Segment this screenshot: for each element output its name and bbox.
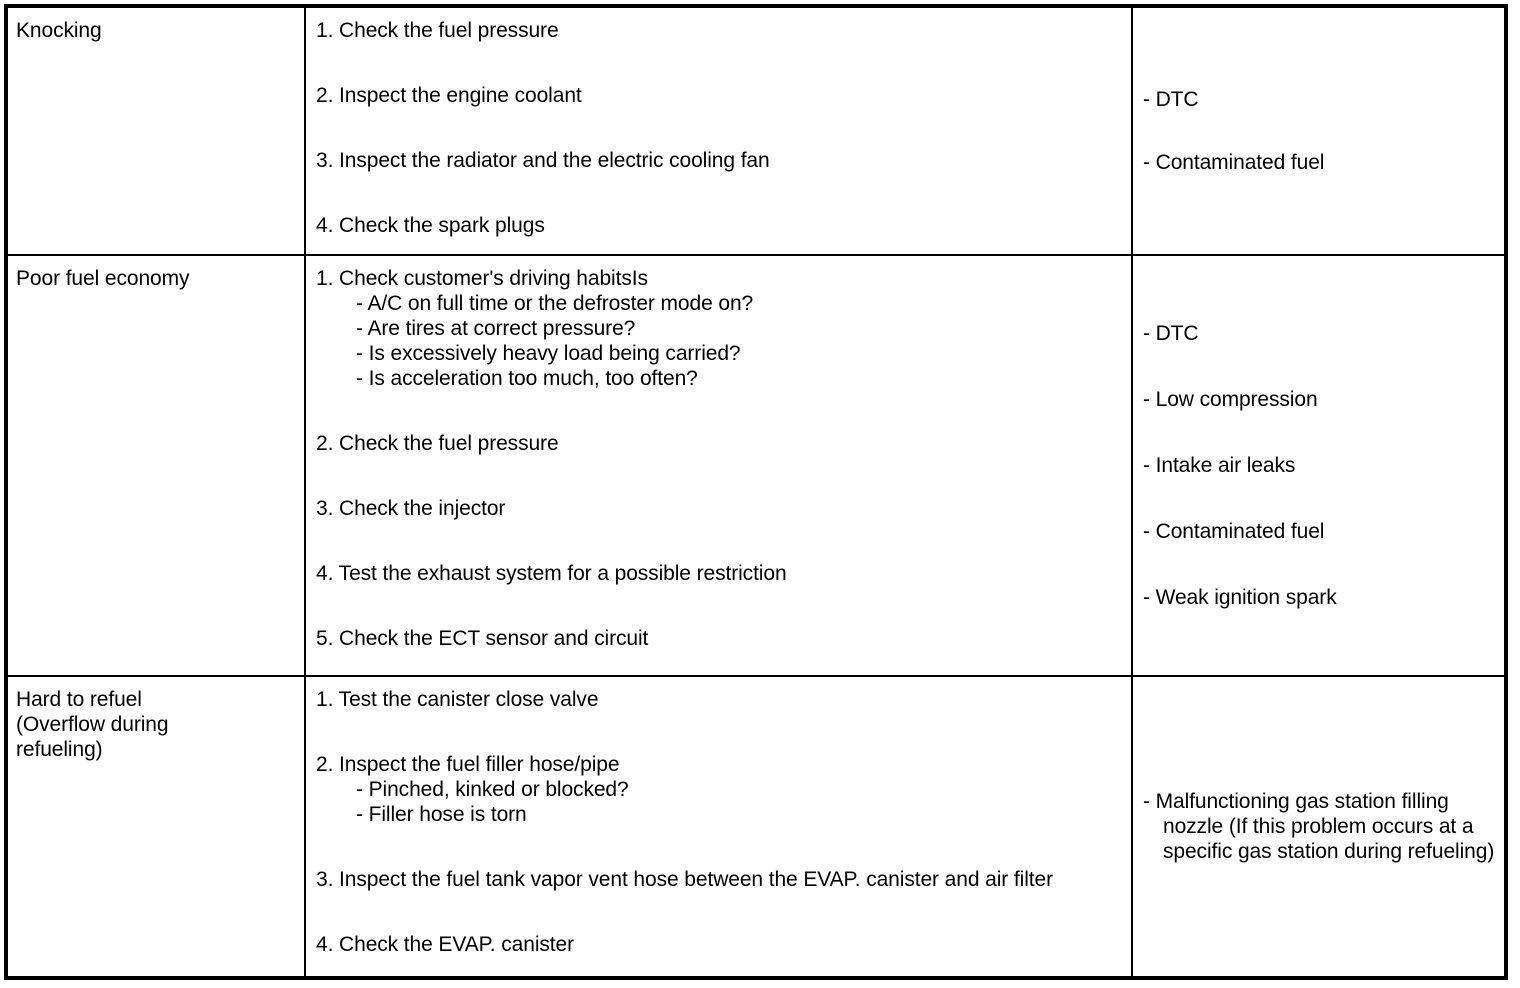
cause-text: - Weak ignition spark	[1143, 586, 1337, 610]
sub-item: - Is acceleration too much, too often?	[356, 367, 698, 391]
spacer	[316, 712, 1123, 752]
causes-cell: - DTC - Contaminated fuel	[1131, 4, 1507, 257]
spacer	[316, 173, 1123, 213]
cause-text: - Low compression	[1143, 388, 1318, 412]
sub-item: - Are tires at correct pressure?	[356, 317, 636, 341]
action-item: 1. Check customer's driving habitsIs - A…	[316, 266, 1123, 391]
cause-text: - Contaminated fuel	[1143, 151, 1325, 175]
action-item: 2. Inspect the fuel filler hose/pipe - P…	[316, 752, 1123, 827]
spacer	[316, 586, 1123, 626]
symptom-cell: Poor fuel economy	[5, 254, 306, 678]
sub-item: - Pinched, kinked or blocked?	[356, 778, 629, 802]
action-item: 1. Check the fuel pressure	[316, 18, 1123, 43]
actions-cell: 1. Check the fuel pressure 2. Inspect th…	[304, 4, 1133, 257]
action-item: 3. Check the injector	[316, 496, 1123, 521]
action-text: 3. Inspect the fuel tank vapor vent hose…	[316, 868, 1053, 892]
cause-text: - DTC	[1143, 88, 1199, 112]
sub-list: - A/C on full time or the defroster mode…	[316, 291, 1123, 391]
symptom-label: Hard to refuel (Overflow during refuelin…	[16, 688, 169, 762]
action-text: 2. Check the fuel pressure	[316, 432, 559, 456]
action-item: 4. Test the exhaust system for a possibl…	[316, 561, 1123, 586]
action-text: 2. Inspect the fuel filler hose/pipe	[316, 753, 620, 777]
action-text: 1. Check customer's driving habitsIs	[316, 267, 648, 291]
action-text: 4. Test the exhaust system for a possibl…	[316, 562, 787, 586]
action-item: 5. Check the ECT sensor and circuit	[316, 626, 1123, 651]
symptom-label: Poor fuel economy	[16, 267, 190, 291]
action-item: 4. Check the spark plugs	[316, 213, 1123, 238]
causes-cell: - DTC - Low compression - Intake air lea…	[1131, 254, 1507, 678]
cause-text: - Malfunctioning gas station filling noz…	[1143, 790, 1495, 864]
action-text: 1. Check the fuel pressure	[316, 19, 559, 42]
action-item: 2. Check the fuel pressure	[316, 431, 1123, 456]
action-text: 4. Check the spark plugs	[316, 214, 545, 237]
cause-item: - Weak ignition spark	[1143, 585, 1496, 610]
table-row: Poor fuel economy 1. Check customer's dr…	[5, 254, 1507, 678]
symptom-label: Knocking	[16, 19, 102, 42]
spacer	[316, 892, 1123, 932]
spacer	[316, 391, 1123, 431]
table-row: Knocking 1. Check the fuel pressure 2. I…	[5, 4, 1507, 257]
actions-cell: 1. Check customer's driving habitsIs - A…	[304, 254, 1133, 678]
symptom-cell: Knocking	[5, 4, 306, 257]
action-item: 4. Check the EVAP. canister	[316, 932, 1123, 957]
spacer	[316, 43, 1123, 83]
action-text: 3. Inspect the radiator and the electric…	[316, 149, 770, 172]
actions-cell: 1. Test the canister close valve 2. Insp…	[304, 675, 1133, 979]
spacer	[316, 521, 1123, 561]
sub-item: - A/C on full time or the defroster mode…	[356, 292, 754, 316]
action-item: 3. Inspect the radiator and the electric…	[316, 148, 1123, 173]
cause-text: - Contaminated fuel	[1143, 520, 1325, 544]
sub-list: - Pinched, kinked or blocked? - Filler h…	[316, 777, 1123, 827]
cause-text: - Intake air leaks	[1143, 454, 1296, 478]
cause-item: - Intake air leaks	[1143, 453, 1496, 478]
action-item: 1. Test the canister close valve	[316, 687, 1123, 712]
causes-cell: - Malfunctioning gas station filling noz…	[1131, 675, 1507, 979]
action-item: 3. Inspect the fuel tank vapor vent hose…	[316, 867, 1123, 892]
sub-item: - Filler hose is torn	[356, 803, 527, 827]
cause-item: - Contaminated fuel	[1143, 150, 1496, 175]
action-text: 3. Check the injector	[316, 497, 506, 521]
spacer	[316, 108, 1123, 148]
cause-text: - DTC	[1143, 322, 1199, 346]
symptom-cell: Hard to refuel (Overflow during refuelin…	[5, 675, 306, 979]
action-text: 5. Check the ECT sensor and circuit	[316, 627, 649, 651]
cause-item: - Contaminated fuel	[1143, 519, 1496, 544]
cause-item: - Low compression	[1143, 387, 1496, 412]
action-text: 1. Test the canister close valve	[316, 688, 599, 712]
cause-item: - DTC	[1143, 321, 1496, 346]
spacer	[316, 827, 1123, 867]
sub-item: - Is excessively heavy load being carrie…	[356, 342, 741, 366]
action-text: 2. Inspect the engine coolant	[316, 84, 582, 107]
cause-item: - Malfunctioning gas station filling noz…	[1143, 789, 1496, 864]
cause-item: - DTC	[1143, 87, 1496, 112]
action-text: 4. Check the EVAP. canister	[316, 933, 574, 957]
action-item: 2. Inspect the engine coolant	[316, 83, 1123, 108]
table-row: Hard to refuel (Overflow during refuelin…	[5, 675, 1507, 979]
troubleshooting-table: Knocking 1. Check the fuel pressure 2. I…	[4, 4, 1508, 980]
spacer	[316, 456, 1123, 496]
